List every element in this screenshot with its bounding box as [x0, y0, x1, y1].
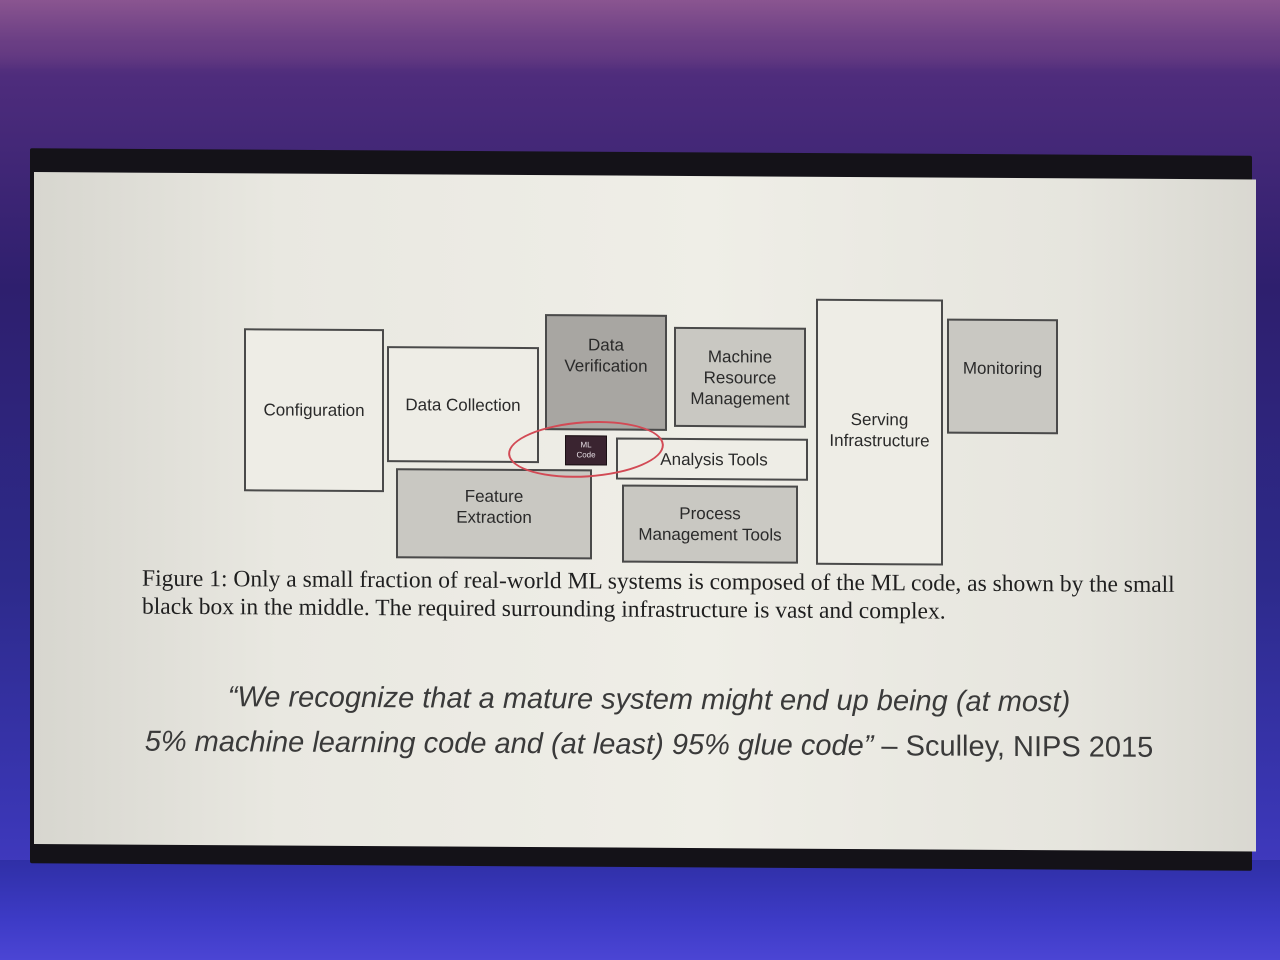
quote-line-1: “We recognize that a mature system might… [227, 681, 1071, 719]
feature-extraction-box: Feature Extraction [396, 468, 592, 560]
quote-line-2: 5% machine learning code and (at least) … [74, 719, 1224, 771]
monitoring-box: Monitoring [947, 318, 1058, 435]
machine-resource-management-box: Machine Resource Management [674, 326, 806, 428]
serving-infrastructure-box: Serving Infrastructure [816, 298, 943, 566]
figure-caption: Figure 1: Only a small fraction of real-… [142, 565, 1175, 625]
quote-attribution: – Sculley, NIPS 2015 [873, 730, 1154, 764]
presentation-slide: Configuration Data Collection Data Verif… [34, 172, 1256, 852]
data-verification-box: Data Verification [545, 314, 667, 431]
venue-ceiling [0, 0, 1280, 70]
process-management-tools-box: Process Management Tools [622, 484, 798, 564]
venue-floor-lighting [0, 860, 1280, 960]
configuration-box: Configuration [244, 328, 384, 493]
quote-line-2-text: 5% machine learning code and (at least) … [144, 725, 874, 763]
sculley-quote: “We recognize that a mature system might… [74, 674, 1224, 771]
